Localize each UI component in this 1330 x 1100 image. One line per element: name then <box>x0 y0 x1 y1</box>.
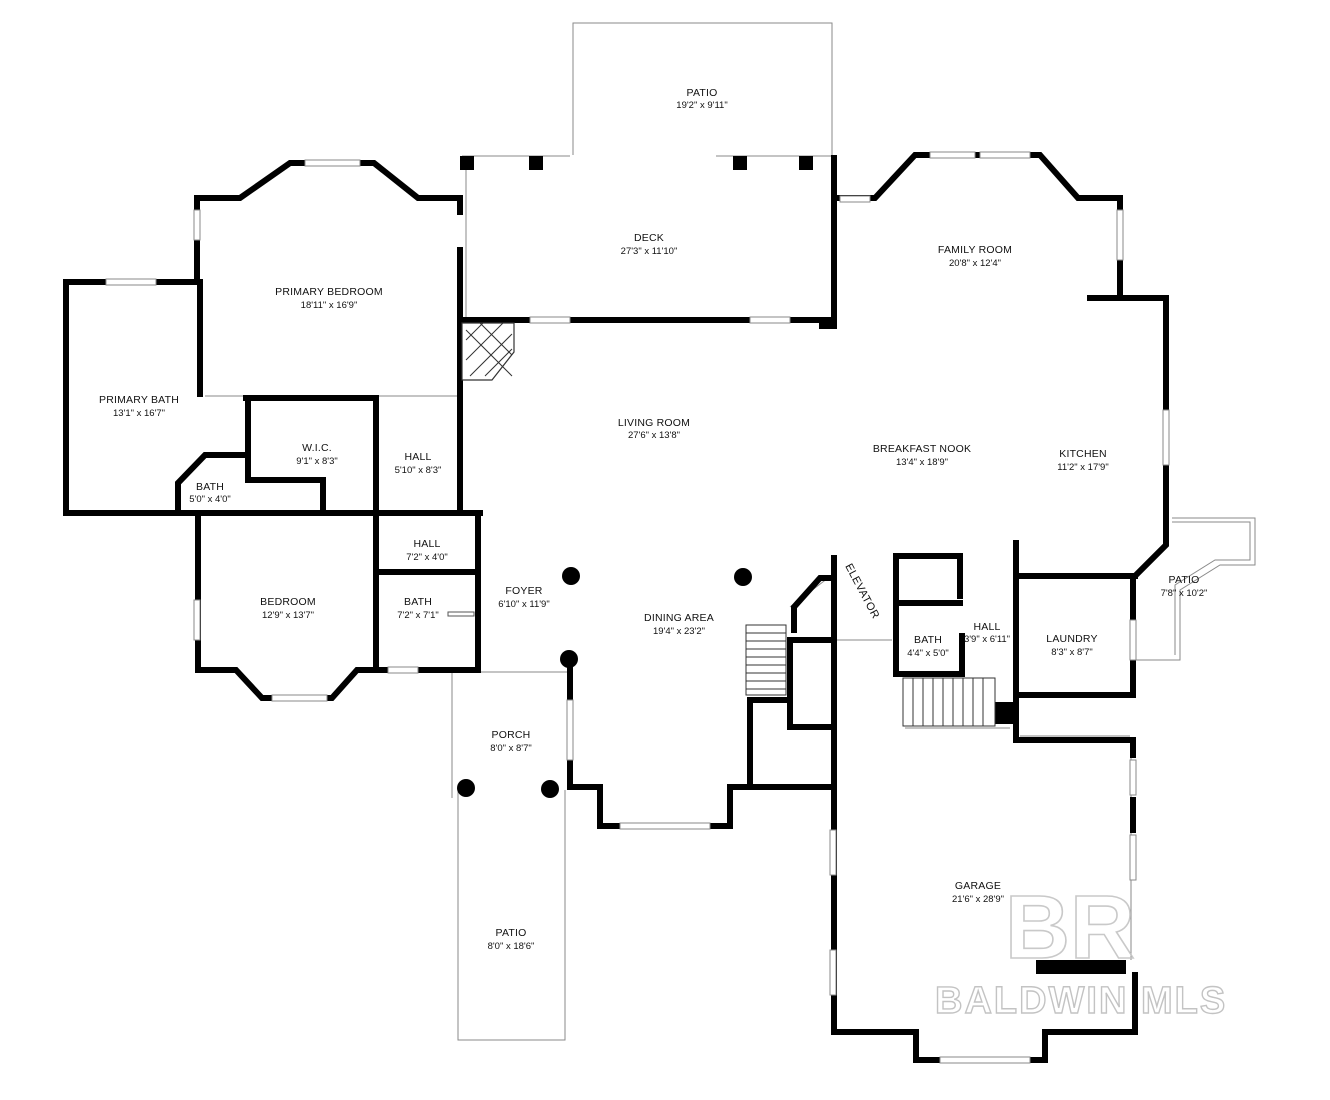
room-patio-top: PATIO 19'2" x 9'11" <box>676 87 727 111</box>
room-dimensions: 18'11" x 16'9" <box>301 300 358 311</box>
room-name: PATIO <box>687 87 718 99</box>
room-dimensions: 20'8" x 12'4" <box>949 258 1001 269</box>
room-family-room: FAMILY ROOM 20'8" x 12'4" <box>938 244 1012 269</box>
room-name: LIVING ROOM <box>618 417 690 429</box>
room-wic: W.I.C. 9'1" x 8'3" <box>296 442 338 467</box>
room-patio-right: PATIO 7'8" x 10'2" <box>1161 574 1208 599</box>
room-name: BEDROOM <box>260 596 316 608</box>
room-bath-hall: BATH 4'4" x 5'0" <box>907 634 949 659</box>
watermark-logo: BR <box>1005 878 1135 978</box>
room-bath-small: BATH 5'0" x 4'0" <box>189 481 231 505</box>
watermark-text: BALDWIN MLS <box>935 980 1227 1022</box>
room-name: KITCHEN <box>1059 448 1107 460</box>
room-dimensions: 7'8" x 10'2" <box>1161 588 1208 599</box>
room-hall-upper: HALL 5'10" x 8'3" <box>395 451 442 476</box>
room-dining-area: DINING AREA 19'4" x 23'2" <box>644 612 714 637</box>
room-name: DECK <box>634 232 664 244</box>
room-dimensions: 7'2" x 7'1" <box>397 610 439 621</box>
room-name: GARAGE <box>955 880 1001 892</box>
vanity-icon <box>447 611 475 617</box>
room-name: HALL <box>404 451 431 463</box>
room-dimensions: 27'6" x 13'8" <box>628 430 680 441</box>
room-name: PRIMARY BEDROOM <box>275 286 383 298</box>
room-deck: DECK 27'3" x 11'10" <box>621 232 678 257</box>
room-name: BREAKFAST NOOK <box>873 443 971 455</box>
room-name: PRIMARY BATH <box>99 394 179 406</box>
room-dimensions: 27'3" x 11'10" <box>621 246 678 257</box>
room-dimensions: 7'2" x 4'0" <box>406 552 448 563</box>
room-porch: PORCH 8'0" x 8'7" <box>490 729 532 754</box>
room-name: FOYER <box>505 585 542 597</box>
windows <box>105 151 1170 1064</box>
room-bedroom: BEDROOM 12'9" x 13'7" <box>260 596 316 621</box>
room-primary-bath: PRIMARY BATH 13'1" x 16'7" <box>99 394 179 419</box>
room-name: PATIO <box>496 927 527 939</box>
room-dimensions: 11'2" x 17'9" <box>1057 462 1108 473</box>
room-name: BATH <box>196 481 224 493</box>
baldwin-mls-watermark: BR BALDWIN MLS <box>934 877 1227 1023</box>
room-dimensions: 3'9" x 6'11" <box>964 634 1010 645</box>
room-dimensions: 5'0" x 4'0" <box>189 494 231 505</box>
stairs-right-icon <box>902 677 996 727</box>
room-dimensions: 6'10" x 11'9" <box>498 599 549 610</box>
room-primary-bedroom: PRIMARY BEDROOM 18'11" x 16'9" <box>275 286 383 311</box>
room-name: PORCH <box>492 729 531 741</box>
elevator-label: ELEVATOR <box>842 562 881 621</box>
room-dimensions: 8'0" x 8'7" <box>490 743 532 754</box>
room-patio-bottom: PATIO 8'0" x 18'6" <box>488 927 535 952</box>
room-kitchen: KITCHEN 11'2" x 17'9" <box>1057 448 1108 473</box>
room-foyer: FOYER 6'10" x 11'9" <box>498 585 549 610</box>
room-name: BATH <box>914 634 942 646</box>
room-dimensions: 8'0" x 18'6" <box>488 941 535 952</box>
room-garage: GARAGE 21'6" x 28'9" <box>952 880 1004 905</box>
room-name: LAUNDRY <box>1046 633 1097 645</box>
room-dimensions: 19'2" x 9'11" <box>676 100 727 111</box>
room-dimensions: 9'1" x 8'3" <box>296 456 338 467</box>
columns <box>457 156 1126 974</box>
room-name: PATIO <box>1169 574 1200 586</box>
room-dimensions: 13'1" x 16'7" <box>113 408 165 419</box>
stairs-left-icon <box>745 624 787 696</box>
room-dimensions: 19'4" x 23'2" <box>653 626 705 637</box>
room-bath-bedroom: BATH 7'2" x 7'1" <box>397 596 439 621</box>
fireplace-icon <box>461 322 515 381</box>
room-dimensions: 5'10" x 8'3" <box>395 465 442 476</box>
room-dimensions: 4'4" x 5'0" <box>907 648 949 659</box>
room-dimensions: 12'9" x 13'7" <box>262 610 314 621</box>
room-laundry: LAUNDRY 8'3" x 8'7" <box>1046 633 1097 658</box>
room-name: HALL <box>973 621 1000 633</box>
room-hall-mid: HALL 7'2" x 4'0" <box>406 538 448 563</box>
room-breakfast-nook: BREAKFAST NOOK 13'4" x 18'9" <box>873 443 971 468</box>
room-dimensions: 8'3" x 8'7" <box>1051 647 1093 658</box>
room-name: DINING AREA <box>644 612 714 624</box>
room-name: BATH <box>404 596 432 608</box>
walls <box>63 152 1169 1063</box>
room-name: HALL <box>413 538 440 550</box>
room-dimensions: 21'6" x 28'9" <box>952 894 1004 905</box>
room-name: W.I.C. <box>302 442 332 454</box>
room-living-room: LIVING ROOM 27'6" x 13'8" <box>618 417 690 441</box>
room-name: FAMILY ROOM <box>938 244 1012 256</box>
room-hall-elevator: HALL 3'9" x 6'11" <box>964 621 1010 645</box>
room-dimensions: 13'4" x 18'9" <box>896 457 948 468</box>
